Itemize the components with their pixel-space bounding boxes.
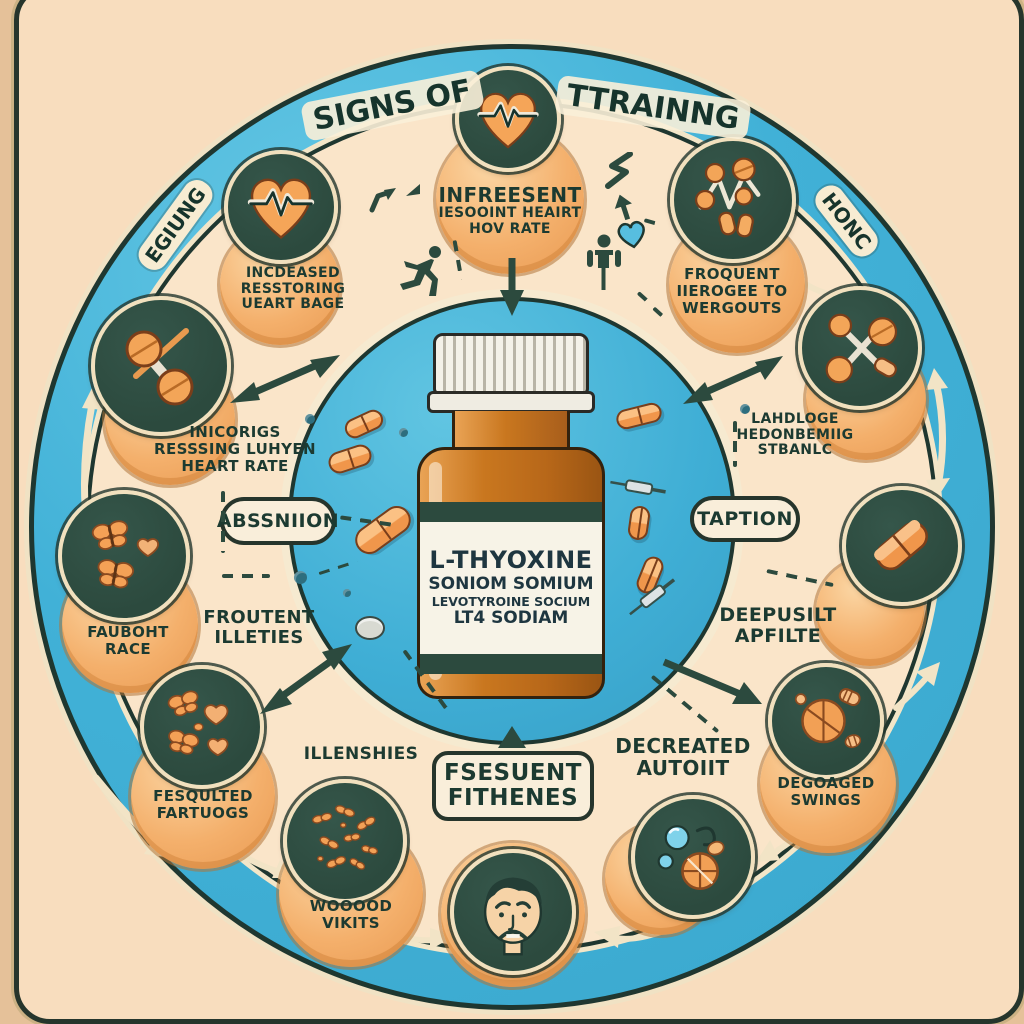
double-arrow-icon [230, 355, 340, 403]
dot [740, 404, 750, 414]
bottle-body: L-THYOXINE SONIOM SOMIUM LEVOTYROINE SOC… [417, 447, 605, 699]
arrow-icon [662, 658, 762, 704]
moths-icon [311, 805, 379, 870]
heart-ecg-icon [477, 92, 539, 149]
label-froutent: FROUTENT ILLETIES [203, 607, 315, 649]
callout-absorption: ABSSNIION [217, 497, 339, 545]
butterflies-hearts-icon [167, 690, 229, 757]
grey-tablet [355, 616, 385, 640]
runner-figure-icon [400, 246, 441, 296]
curved-arrow-icon [926, 368, 950, 500]
cross-pills-icon [825, 313, 898, 384]
badge-lower-left-butterflies [140, 665, 264, 789]
curved-arrow-icon [893, 662, 940, 711]
badge-moths [283, 779, 407, 903]
label-illenshies: ILLENSHIES [303, 744, 419, 764]
badge-upper-left-heart [224, 150, 338, 264]
dot [343, 589, 351, 597]
label-stripe-top [420, 502, 602, 522]
badge-lower-left-butterflies-label: FESQULTED FARTUOGS [153, 787, 253, 822]
dashed-line [733, 421, 737, 467]
callout-taption: TAPTION [690, 496, 800, 542]
badge-upper-left-heart-label: INCDEASED RESSTORING UEART BAGE [240, 265, 346, 313]
dot [399, 428, 408, 437]
zigzag-icon [605, 152, 633, 189]
sliced-pill-icon [794, 688, 862, 749]
standing-figure-icon [587, 234, 621, 290]
label-lahdloge: LAHDLOGE HEDONBEMIIG STBANLC [736, 411, 854, 459]
bottle-label: L-THYOXINE SONIOM SOMIUM LEVOTYROINE SOC… [420, 522, 602, 654]
capsule-icon [874, 519, 928, 571]
double-arrow-icon [260, 644, 352, 714]
badge-dumbbell-label: INICORIGS RESSSING LUHYEN HEART RATE [154, 423, 316, 475]
dashed-line [222, 574, 270, 578]
badge-capsule [842, 486, 962, 606]
bottle-label-line2: SONIOM SOMIUM [428, 574, 594, 595]
pill-dumbbell-icon [125, 328, 194, 406]
badge-cross-pills [798, 286, 922, 410]
badge-bubbles-orange [631, 795, 755, 919]
badge-pills-ecg [670, 137, 796, 263]
badge-moths-label: WOOOOD VIKITS [309, 897, 393, 932]
small-arrow-icon [614, 194, 632, 221]
badge-dumbbell-pills [91, 296, 231, 436]
down-arrow-icon [500, 258, 524, 316]
callout-fitness: FSESUENT FITHENES [432, 751, 594, 821]
up-arrow-icon [498, 726, 526, 748]
dot [294, 571, 307, 584]
sad-face-icon [483, 877, 543, 956]
label-stripe-bottom [420, 654, 602, 674]
double-arrow-icon [683, 356, 783, 404]
flag-mark-icon [406, 184, 420, 196]
badge-sliced-pill-label: DEGOAGED SWINGS [777, 774, 875, 809]
badge-left-butterflies [58, 490, 190, 622]
teal-heart-icon [617, 221, 645, 249]
syringe-icon [629, 578, 676, 616]
bottle-label-line4: LT4 SODIAM [453, 607, 569, 628]
bottle-label-line3: LEVOTYROINE SOCIUM [431, 593, 591, 609]
bent-arrow-icon [369, 188, 396, 213]
label-decreated: DECREATED AUTOIIT [615, 734, 751, 781]
badge-sad-face [450, 849, 576, 975]
badge-pills-ecg-label: FROQUENT IIEROGEE TO WERGOUTS [676, 265, 788, 317]
pills-ecg-icon [694, 157, 761, 238]
bottle-cap-lip [427, 391, 595, 413]
badge-sliced-pill [768, 663, 884, 779]
dashed-line [221, 491, 225, 553]
badge-left-butterflies-label: FAUBOHT RACE [87, 623, 169, 658]
bubbles-orange-icon [657, 825, 725, 890]
syringe-icon [610, 479, 666, 495]
heart-ecg-icon [247, 178, 315, 239]
bottle-cap [433, 333, 589, 395]
label-deepusilt: DEEPUSILT APFILTE [719, 604, 837, 648]
badge-top-heart-label: INFREESENT IESOOINT HEAIRT HOV RATE [438, 183, 582, 238]
butterflies-icon [91, 520, 159, 589]
dot [305, 414, 315, 424]
bottle-label-line1: L-THYOXINE [429, 546, 593, 575]
